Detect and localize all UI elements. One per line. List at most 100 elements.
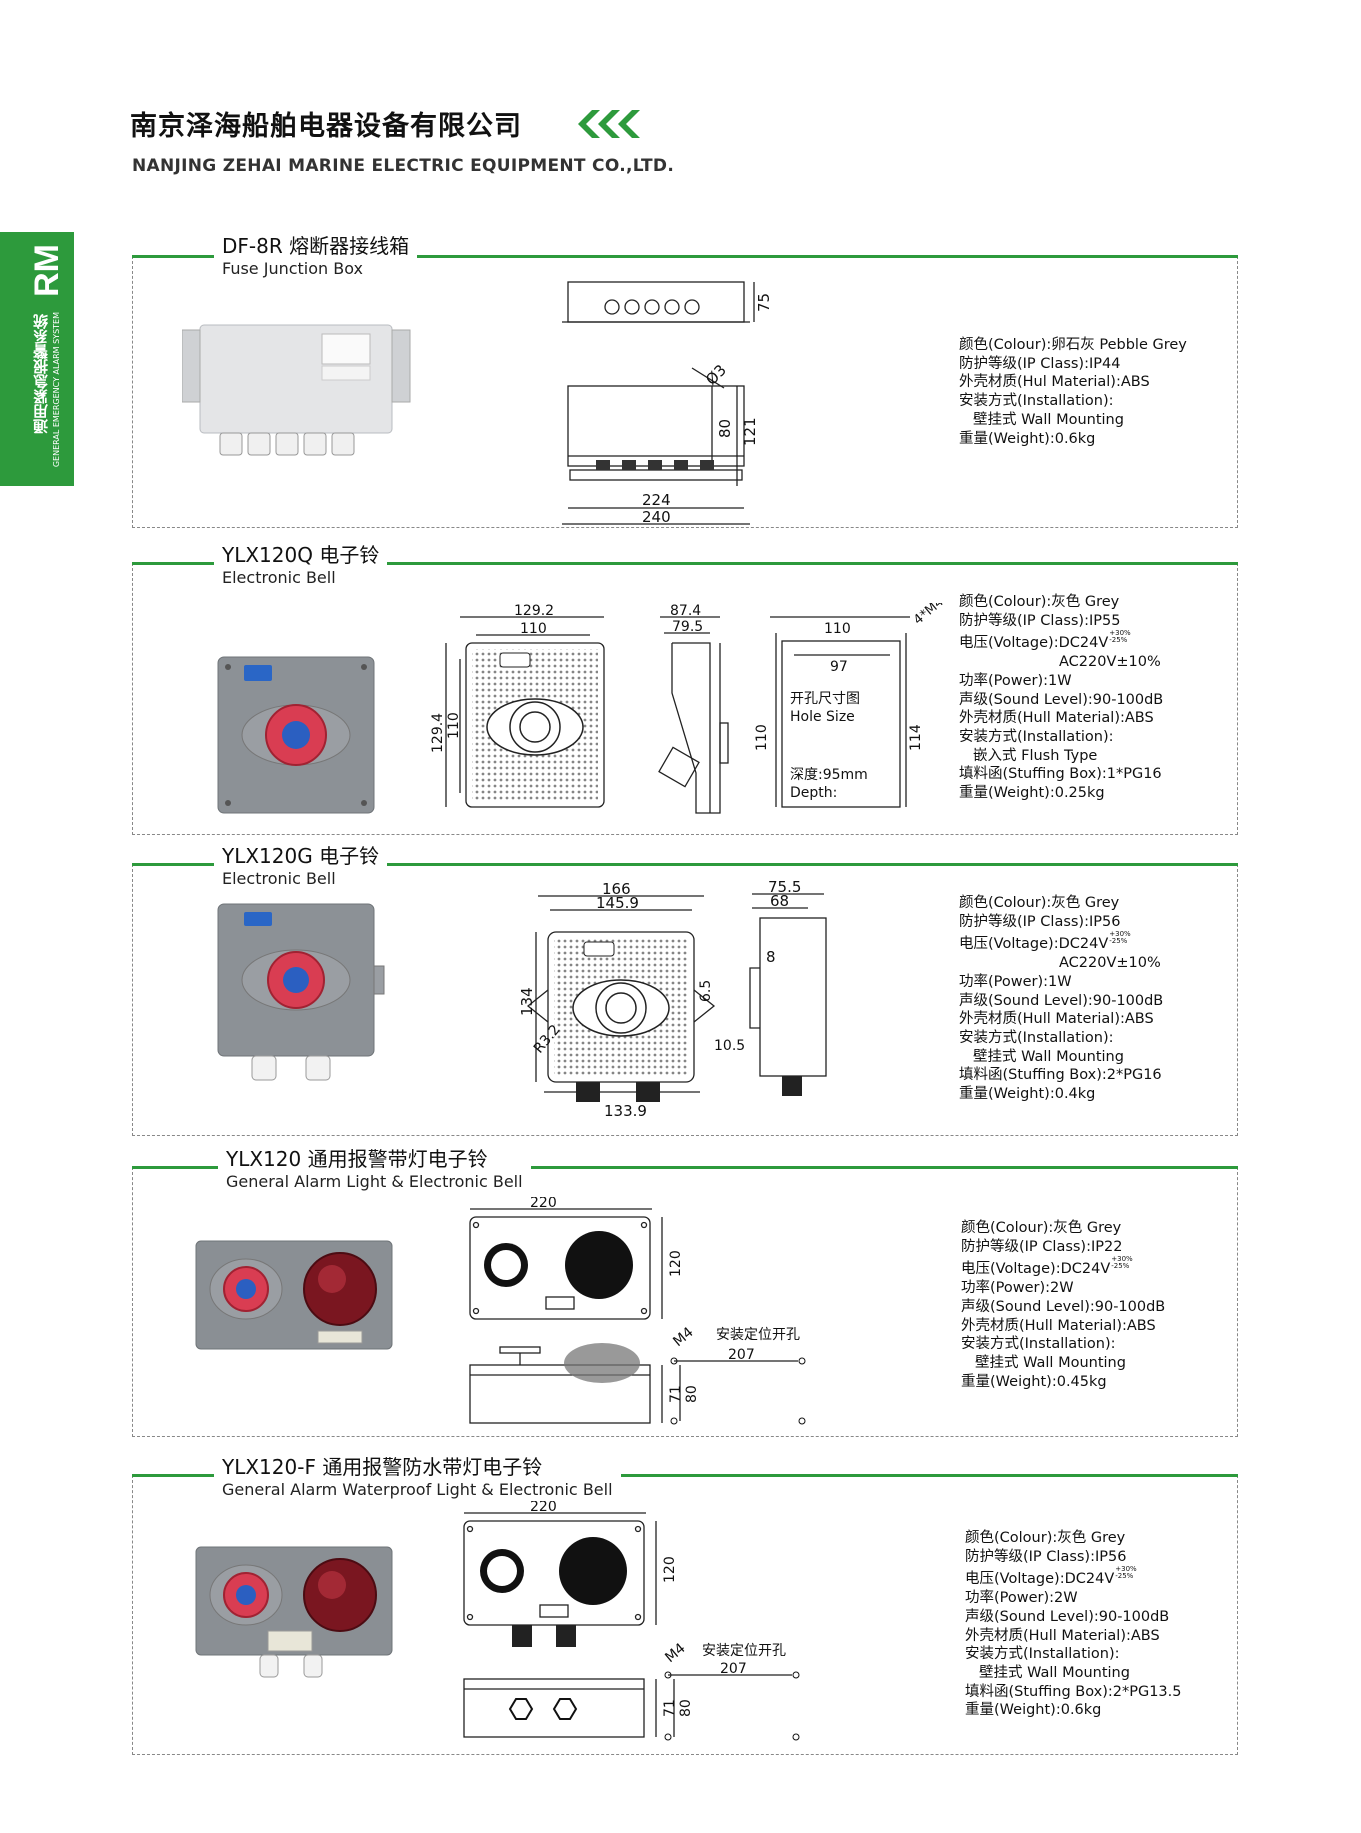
- spec-material: 外壳材质(Hul Material):ABS: [959, 374, 1150, 391]
- mount-label: 安装定位开孔: [716, 1327, 800, 1343]
- spec-colour: 颜色(Colour):灰色 Grey: [959, 594, 1120, 610]
- spec-power: 功率(Power):1W: [959, 672, 1072, 689]
- title-cn: YLX120G 电子铃: [222, 844, 380, 868]
- side-tab-code: RM: [28, 244, 66, 297]
- title-cn: YLX120-F 通用报警防水带灯电子铃: [222, 1455, 543, 1479]
- hole-label-en: Hole Size: [790, 709, 855, 725]
- spec-colour: 颜色(Colour):卵石灰 Pebble Grey: [959, 337, 1187, 353]
- spec-power: 功率(Power):2W: [965, 1590, 1078, 1607]
- dim-height: 134: [518, 987, 536, 1016]
- voltage-text: 电压(Voltage):DC24V: [959, 936, 1109, 953]
- dim-hole-height-left: 110: [754, 724, 770, 751]
- spec-installation-value: 壁挂式 Wall Mounting: [973, 1048, 1124, 1065]
- dim-hole-height-right: 114: [908, 724, 924, 751]
- spec-installation: 安装方式(Installation):: [961, 1336, 1116, 1353]
- dim-mount-height: 80: [684, 1385, 700, 1403]
- fuse-box-photo: [182, 324, 411, 456]
- spec-ip: 防护等级(IP Class):IP44: [959, 355, 1121, 372]
- spec-list: 颜色(Colour):灰色 Grey 防护等级(IP Class):IP56 电…: [965, 1529, 1182, 1720]
- voltage-tolerance: +30%-25%: [1109, 931, 1130, 945]
- spec-weight: 重量(Weight):0.25kg: [959, 785, 1105, 802]
- dim-side-outer: 75.5: [768, 878, 801, 896]
- spec-weight: 重量(Weight):0.6kg: [965, 1702, 1102, 1719]
- title-cn: YLX120 通用报警带灯电子铃: [226, 1147, 488, 1171]
- tol-plus: +30%: [1111, 1255, 1133, 1264]
- title-cn: YLX120Q 电子铃: [222, 543, 380, 567]
- mount-label: 安装定位开孔: [702, 1643, 786, 1659]
- dim-outer-width: 240: [642, 508, 671, 526]
- dim-height-inner: 110: [446, 712, 462, 739]
- spec-installation-value: 壁挂式 Wall Mounting: [975, 1354, 1126, 1371]
- voltage-tolerance: +30%-25%: [1115, 1566, 1136, 1580]
- spec-ip: 防护等级(IP Class):IP22: [961, 1238, 1123, 1255]
- spec-installation: 安装方式(Installation):: [959, 1029, 1114, 1046]
- voltage-text: 电压(Voltage):DC24V: [961, 1261, 1111, 1278]
- voltage-tolerance: +30%-25%: [1109, 630, 1130, 644]
- section-title: YLX120Q 电子铃 Electronic Bell: [214, 539, 388, 587]
- dim-side-inner: 79.5: [672, 619, 703, 635]
- dim-lug2: 10.5: [714, 1038, 745, 1054]
- section-title: DF-8R 熔断器接线箱 Fuse Junction Box: [214, 230, 418, 278]
- spec-voltage-ac: AC220V±10%: [1059, 654, 1161, 671]
- section-title: YLX120 通用报警带灯电子铃 General Alarm Light & E…: [218, 1143, 531, 1191]
- dim-screw: M4: [662, 1640, 688, 1666]
- depth-cn: 深度:95mm: [790, 767, 868, 783]
- dim-height: 120: [668, 1250, 684, 1277]
- spec-sound: 声级(Sound Level):90-100dB: [959, 691, 1164, 708]
- spec-stuffing: 填料函(Stuffing Box):2*PG13.5: [965, 1683, 1182, 1700]
- bell-photo: [217, 903, 385, 1081]
- bell-photo: [217, 656, 375, 814]
- hole-label-cn: 开孔尺寸图: [790, 691, 860, 707]
- tol-minus: -25%: [1115, 1572, 1134, 1581]
- spec-material: 外壳材质(Hull Material):ABS: [961, 1317, 1156, 1334]
- dim-width: 220: [530, 1501, 557, 1515]
- tol-plus: +30%: [1109, 930, 1131, 939]
- dim-side-outer: 87.4: [670, 603, 701, 619]
- spec-material: 外壳材质(Hull Material):ABS: [959, 1011, 1154, 1028]
- spec-sound: 声级(Sound Level):90-100dB: [961, 1298, 1166, 1315]
- dim-hole-inner: 97: [830, 659, 848, 675]
- spec-stuffing: 填料函(Stuffing Box):1*PG16: [959, 766, 1162, 783]
- fuse-box-drawing: 75 Ø3 80 121 224 240: [562, 281, 773, 526]
- spec-installation-value: 壁挂式 Wall Mounting: [979, 1664, 1130, 1681]
- depth-en: Depth:: [790, 785, 837, 801]
- bell-q-drawing: 129.2 110 129.4 110 87.4 79.5 110 4*M4 9…: [430, 603, 947, 814]
- tol-minus: -25%: [1109, 937, 1128, 946]
- voltage-text: 电压(Voltage):DC24V: [959, 635, 1109, 652]
- spec-list: 颜色(Colour):灰色 Grey 防护等级(IP Class):IP55 电…: [959, 593, 1163, 803]
- waterproof-alarm-photo: [195, 1546, 393, 1678]
- dim-top-height: 75: [755, 293, 773, 312]
- dim-mount-width: 207: [728, 1347, 755, 1363]
- spec-colour: 颜色(Colour):灰色 Grey: [961, 1220, 1122, 1236]
- dim-inner-height: 80: [716, 419, 734, 438]
- spec-colour: 颜色(Colour):灰色 Grey: [959, 895, 1120, 911]
- bell-g-drawing: 166 145.9 134 R3.2 6.5 10.5 133.9 75.5 6…: [518, 878, 827, 1120]
- dim-side-height: 71: [662, 1699, 678, 1717]
- product-section-ylx120f: YLX120-F 通用报警防水带灯电子铃 General Alarm Water…: [132, 1451, 1238, 1755]
- side-tab-en: GENERAL EMERGENCY ALARM SYSTEM: [52, 312, 61, 468]
- side-tab-cn: 通用紧急报警系统: [32, 314, 50, 434]
- dim-width: 220: [530, 1197, 557, 1211]
- spec-material: 外壳材质(Hull Material):ABS: [965, 1627, 1160, 1644]
- dim-width-outer: 129.2: [514, 603, 554, 619]
- spec-list: 颜色(Colour):灰色 Grey 防护等级(IP Class):IP22 电…: [961, 1219, 1165, 1391]
- spec-power: 功率(Power):1W: [959, 973, 1072, 990]
- spec-installation-value: 壁挂式 Wall Mounting: [973, 411, 1124, 428]
- dim-width-inner: 110: [520, 621, 547, 637]
- product-section-ylx120: YLX120 通用报警带灯电子铃 General Alarm Light & E…: [132, 1143, 1238, 1437]
- dim-diameter: Ø3: [702, 361, 730, 389]
- spec-stuffing: 填料函(Stuffing Box):2*PG16: [959, 1067, 1162, 1084]
- company-name-cn: 南京泽海船舶电器设备有限公司: [130, 111, 522, 142]
- title-en: General Alarm Waterproof Light & Electro…: [222, 1480, 613, 1499]
- spec-voltage: 电压(Voltage):DC24V+30%-25%: [959, 630, 1163, 653]
- spec-installation: 安装方式(Installation):: [959, 728, 1114, 745]
- alarm-light-bell-photo: [195, 1240, 393, 1350]
- dim-side-height: 71: [668, 1385, 684, 1403]
- ylx120f-drawing: 220 120 71 M4 安装定位开孔 207 80: [463, 1501, 800, 1741]
- title-cn: DF-8R 熔断器接线箱: [222, 234, 410, 258]
- dim-mount-height: 80: [678, 1699, 694, 1717]
- spec-ip: 防护等级(IP Class):IP56: [959, 913, 1121, 930]
- tol-minus: -25%: [1109, 636, 1128, 645]
- tol-minus: -25%: [1111, 1262, 1130, 1271]
- dim-side-small: 8: [766, 948, 776, 966]
